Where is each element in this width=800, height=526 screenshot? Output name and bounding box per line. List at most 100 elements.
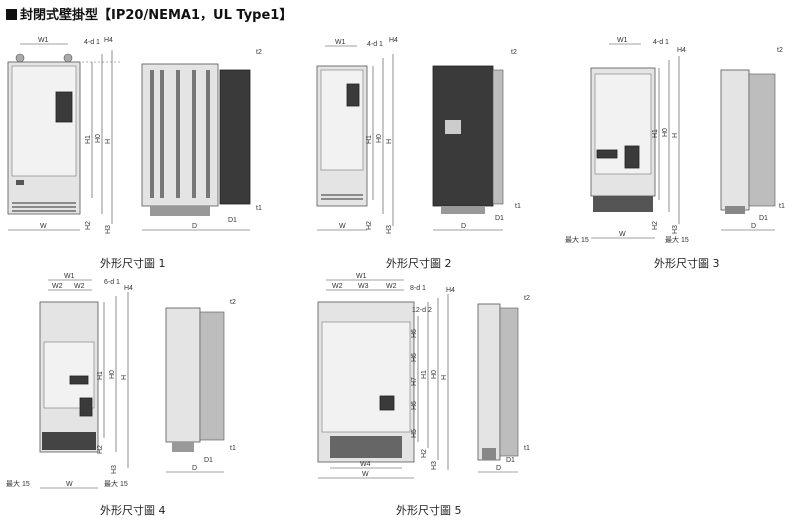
- label-H0: H0: [109, 370, 116, 379]
- label-H: H: [672, 133, 679, 138]
- caption-figure-1: 外形尺寸圖 1: [100, 257, 166, 270]
- caption-figure-4: 外形尺寸圖 4: [100, 504, 166, 517]
- label-H2: H2: [85, 221, 92, 230]
- page-title: 封閉式壁掛型【IP20/NEMA1，UL Type1】: [6, 4, 292, 23]
- heatsink-fins: [219, 69, 251, 205]
- label-t2: t2: [524, 295, 530, 302]
- side-view-body: [720, 69, 750, 211]
- side-view-body: [165, 307, 201, 443]
- square-bullet-icon: [6, 9, 17, 20]
- label-H3: H3: [672, 225, 679, 234]
- label-H3: H3: [386, 225, 393, 234]
- label-W1: W1: [356, 273, 367, 280]
- label-t1: t1: [779, 203, 785, 210]
- label-H1: H1: [652, 129, 659, 138]
- label-H1: H1: [85, 135, 92, 144]
- label-8-d1: 8-d 1: [410, 285, 426, 292]
- label-t2: t2: [777, 47, 783, 54]
- label-max15: 最大 15: [565, 235, 589, 244]
- label-max15: 最大 15: [6, 479, 30, 488]
- label-H0: H0: [376, 134, 383, 143]
- label-H7: H7: [411, 377, 418, 386]
- label-t2: t2: [256, 49, 262, 56]
- vent-grille: [12, 202, 76, 212]
- keypad-icon: [55, 91, 73, 123]
- heatsink-fins: [748, 73, 776, 207]
- label-D: D: [496, 465, 501, 472]
- dimension-figure-2: W1 4-d 1 H4 W H1 H0 H H2 H3 D D1 t1 t2: [316, 37, 521, 234]
- label-W1: W1: [64, 273, 75, 280]
- label-W2-right: W2: [386, 283, 397, 290]
- label-H: H: [121, 375, 128, 380]
- keypad-icon: [79, 397, 93, 417]
- caption-figure-2: 外形尺寸圖 2: [386, 257, 452, 270]
- label-H1: H1: [97, 371, 104, 380]
- label-W1: W1: [617, 37, 628, 44]
- label-t1: t1: [515, 203, 521, 210]
- side-view-body: [477, 303, 501, 461]
- label-H0: H0: [431, 370, 438, 379]
- label-t1: t1: [524, 445, 530, 452]
- dimension-figure-4: W1 W2 W2 6-d 1 H4 W 最大 15 最大 15 H1 H0 H …: [6, 273, 236, 489]
- label-4-d1: 4-d 1: [653, 39, 669, 46]
- label-D: D: [192, 465, 197, 472]
- label-D1: D1: [228, 217, 237, 224]
- label-H0: H0: [95, 134, 102, 143]
- keypad-icon: [346, 83, 360, 107]
- label-W1: W1: [38, 37, 49, 44]
- label-W: W: [362, 471, 369, 478]
- label-H6-b: H6: [411, 353, 418, 362]
- heatsink-fins: [499, 307, 519, 457]
- label-H6-a: H6: [411, 329, 418, 338]
- label-H3: H3: [105, 225, 112, 234]
- label-max15-right: 最大 15: [665, 235, 689, 244]
- label-H4: H4: [104, 37, 113, 44]
- label-H0: H0: [662, 128, 669, 137]
- label-t2: t2: [230, 299, 236, 306]
- caption-figure-3: 外形尺寸圖 3: [654, 257, 720, 270]
- label-W2-left: W2: [52, 283, 63, 290]
- caption-figure-5: 外形尺寸圖 5: [396, 504, 462, 517]
- dimension-figure-3: W1 4-d 1 H4 W 最大 15 最大 15 H1 H0 H H2 H3 …: [565, 37, 785, 244]
- vent-grille: [321, 194, 363, 200]
- label-W1: W1: [335, 39, 346, 46]
- label-H3: H3: [431, 461, 438, 470]
- label-t1: t1: [256, 205, 262, 212]
- label-W: W: [66, 481, 73, 488]
- label-D: D: [192, 223, 197, 230]
- heatsink-fins: [492, 69, 504, 205]
- label-H: H: [441, 375, 448, 380]
- heatsink-fins: [199, 311, 225, 441]
- label-H2: H2: [366, 221, 373, 230]
- label-W: W: [339, 223, 346, 230]
- label-D1: D1: [495, 215, 504, 222]
- label-H4: H4: [389, 37, 398, 44]
- label-D1: D1: [204, 457, 213, 464]
- label-H4: H4: [446, 287, 455, 294]
- dimension-figure-1: W1 4-d 1 H4 W H1 H0 H H2 H3 D D1 t1 t2: [7, 37, 262, 234]
- label-H1: H1: [421, 370, 428, 379]
- label-H4: H4: [677, 47, 686, 54]
- label-D1: D1: [759, 215, 768, 222]
- label-W: W: [40, 223, 47, 230]
- keypad-icon: [624, 145, 640, 169]
- label-12-d2: 12-d 2: [412, 307, 432, 314]
- label-W2-right: W2: [74, 283, 85, 290]
- label-H: H: [105, 139, 112, 144]
- dimension-figure-5: W1 W2 W3 W2 8-d 1 12-d 2 H4 W4 W H6 H6 H…: [317, 273, 530, 479]
- label-6-d1: 6-d 1: [104, 279, 120, 286]
- label-H6-c: H6: [411, 401, 418, 410]
- label-W4: W4: [360, 461, 371, 468]
- label-max15-right: 最大 15: [104, 479, 128, 488]
- label-W3: W3: [358, 283, 369, 290]
- label-H2: H2: [97, 445, 104, 454]
- label-W2-left: W2: [332, 283, 343, 290]
- label-D: D: [461, 223, 466, 230]
- label-H4: H4: [124, 285, 133, 292]
- label-W: W: [619, 231, 626, 238]
- label-H5: H5: [411, 429, 418, 438]
- label-D1: D1: [506, 457, 515, 464]
- side-view-body: [432, 65, 494, 207]
- label-H1: H1: [366, 135, 373, 144]
- label-4-d1: 4-d 1: [367, 41, 383, 48]
